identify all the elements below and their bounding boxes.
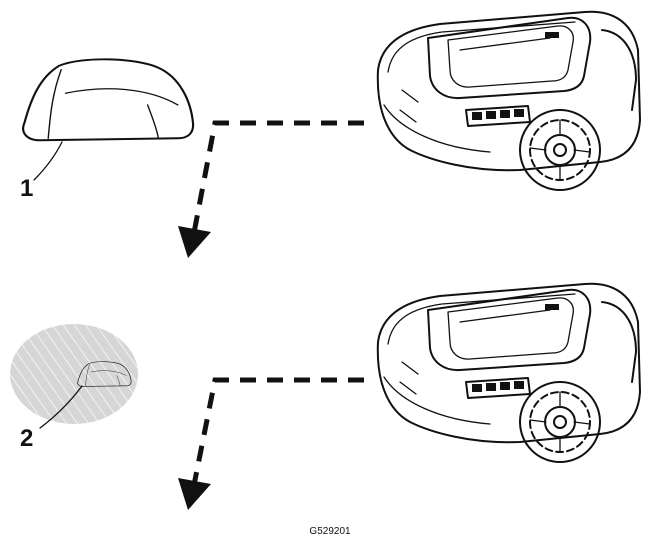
- callout-2-leader: [39, 385, 83, 429]
- robotic-mower-icon-2: [376, 282, 641, 463]
- robotic-mower-icon: [376, 10, 641, 192]
- figure-id: G529201: [309, 526, 351, 537]
- dashed-arrow-icon: [178, 120, 364, 258]
- callout-1-leader: [33, 141, 63, 181]
- rock-cover-icon: [22, 58, 195, 142]
- callout-2-label: 2: [20, 425, 33, 452]
- callout-1-label: 1: [20, 175, 33, 202]
- hatched-lawn-area-icon: [10, 324, 138, 424]
- dashed-arrow-icon-2: [178, 377, 364, 510]
